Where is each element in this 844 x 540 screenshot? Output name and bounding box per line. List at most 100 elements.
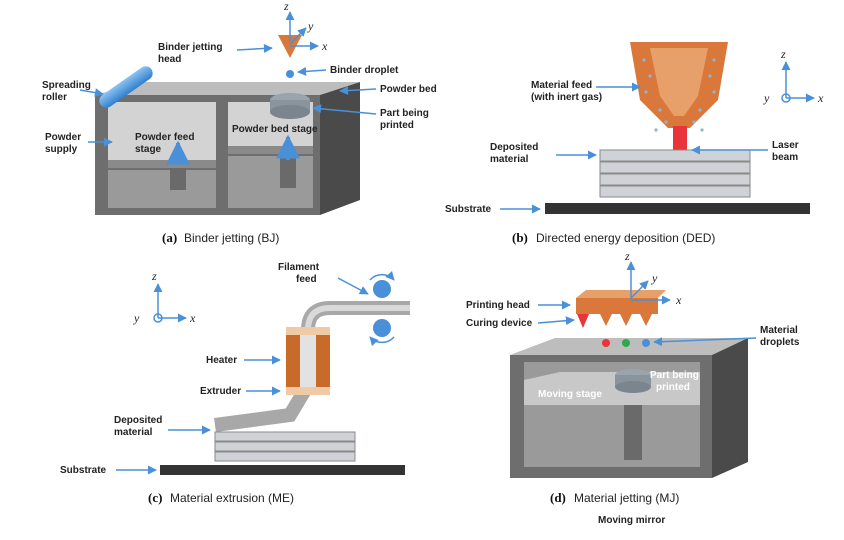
me-layer-1	[214, 431, 356, 442]
spreading-roller-label-2: roller	[42, 92, 67, 103]
powder-feed-piston	[170, 168, 186, 190]
bj-gear-part	[270, 93, 310, 119]
mj-gear-part	[615, 369, 651, 393]
material-feed-label-1: Material feed	[531, 80, 592, 91]
material-feed-label-2: (with inert gas)	[531, 92, 602, 103]
binder-head-pointer	[236, 43, 273, 53]
powder-bed-stage-label: Powder bed stage	[232, 124, 318, 135]
panel-d-material-jetting: z y x Printing head Curing device Materi…	[466, 249, 800, 526]
printing-head-top	[576, 290, 666, 298]
filament-inner	[305, 305, 410, 331]
mj-z-label: z	[624, 249, 630, 263]
material-droplets-label-1: Material	[760, 325, 798, 336]
me-substrate-label: Substrate	[60, 465, 107, 476]
bj-y-axis	[289, 27, 307, 45]
mj-y-axis	[630, 280, 649, 299]
moving-stage-piston	[624, 405, 642, 460]
ded-y-axis	[781, 93, 791, 103]
curing-device-label: Curing device	[466, 318, 533, 329]
powder-feed-stage-label-1: Powder feed	[135, 132, 194, 143]
me-substrate	[160, 465, 405, 475]
bj-box-side	[320, 82, 360, 215]
binder-droplet-label: Binder droplet	[330, 65, 399, 76]
filament-feed-label-2: feed	[296, 274, 317, 285]
part-printed-label-1: Part being	[380, 108, 429, 119]
me-y-label: y	[133, 311, 140, 325]
ded-layer-4	[599, 185, 751, 198]
material-droplets-pointer	[653, 337, 757, 347]
ded-substrate	[545, 203, 810, 214]
heater-label: Heater	[206, 355, 237, 366]
inert-gas-particles	[642, 58, 716, 132]
powder-bed-piston	[280, 154, 296, 188]
caption-a-text: Binder jetting (BJ)	[184, 231, 279, 245]
bj-x-label: x	[321, 39, 328, 53]
panel-a-binder-jetting: z y x Binder jetting head Binder droplet…	[42, 0, 437, 245]
mj-part-printed-label-1: Part being	[650, 370, 699, 381]
caption-a-letter: (a)	[162, 230, 177, 245]
me-x-label: x	[189, 311, 196, 325]
mj-part-printed-label-2: printed	[656, 382, 690, 393]
ded-layer-3	[599, 173, 751, 186]
filament-feed-gears	[369, 270, 395, 347]
caption-b-text: Directed energy deposition (DED)	[536, 231, 715, 245]
ded-layer-2	[599, 161, 751, 174]
me-layer-3	[214, 451, 356, 462]
ded-deposited-label-1: Deposited	[490, 142, 538, 153]
caption-d-letter: (d)	[550, 490, 566, 505]
caption-c-text: Material extrusion (ME)	[170, 491, 294, 505]
me-z-label: z	[151, 269, 157, 283]
powder-feed-plate	[108, 160, 216, 168]
part-printed-label-2: printed	[380, 120, 414, 131]
curing-device	[577, 314, 589, 328]
bj-box-top	[95, 82, 360, 95]
caption-d-text: Material jetting (MJ)	[574, 491, 679, 505]
powder-supply-well	[108, 102, 216, 162]
panel-c-material-extrusion: z y x Filament feed Heater Extruder Depo…	[60, 262, 410, 505]
me-layer-2	[214, 441, 356, 452]
printing-head	[576, 298, 658, 314]
me-deposited-label-1: Deposited	[114, 415, 162, 426]
filament-feed-label-1: Filament	[278, 262, 320, 273]
powder-bed-plate	[228, 146, 313, 154]
part-printed-pointer	[312, 104, 377, 115]
ded-substrate-label: Substrate	[445, 204, 492, 215]
droplet-blue	[642, 339, 650, 347]
binder-head-label-1: Binder jetting	[158, 42, 222, 53]
heater-top-cap	[286, 327, 330, 335]
laser-beam-label-2: beam	[772, 152, 798, 163]
bj-z-label: z	[283, 0, 289, 13]
spreading-roller	[99, 66, 153, 108]
ded-x-label: x	[817, 91, 824, 105]
ded-nozzle-inner	[650, 48, 708, 116]
spreading-roller-label-1: Spreading	[42, 80, 91, 91]
powder-supply-label-1: Powder	[45, 132, 81, 143]
binder-droplet	[286, 70, 294, 78]
ded-z-label: z	[780, 47, 786, 61]
filament-feed-pointer	[337, 277, 369, 295]
moving-mirror-label: Moving mirror	[598, 515, 665, 526]
mj-box-top	[510, 338, 748, 355]
nozzle-2	[620, 314, 632, 326]
extruder-cap	[286, 387, 330, 395]
mj-x-label: x	[675, 293, 682, 307]
moving-stage-label: Moving stage	[538, 389, 602, 400]
curing-device-pointer	[537, 316, 575, 326]
ded-deposited-label-2: material	[490, 154, 529, 165]
powder-bed-label: Powder bed	[380, 84, 437, 95]
material-droplets-label-2: droplets	[760, 337, 800, 348]
mj-box-side	[712, 338, 748, 478]
droplet-green	[622, 339, 630, 347]
powder-feed-stage-label-2: stage	[135, 144, 162, 155]
nozzle-3	[640, 314, 652, 326]
powder-bed-pointer	[339, 86, 377, 96]
ded-layer-1	[599, 149, 751, 162]
me-deposited-label-2: material	[114, 427, 153, 438]
bj-y-label: y	[307, 19, 314, 33]
caption-c-letter: (c)	[148, 490, 162, 505]
binder-head-label-2: head	[158, 54, 181, 65]
heater-inner	[300, 335, 316, 387]
mj-y-label: y	[651, 271, 658, 285]
powder-supply-label-2: supply	[45, 144, 78, 155]
